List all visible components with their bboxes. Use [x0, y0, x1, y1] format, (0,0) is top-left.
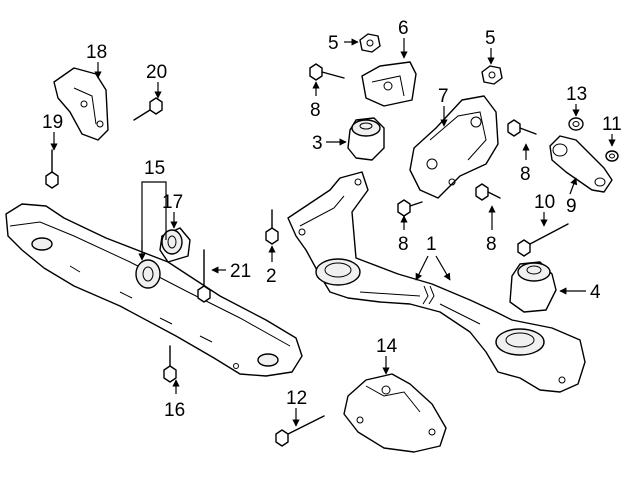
bushing-mount — [135, 227, 191, 289]
callout-2: 2 — [266, 266, 277, 287]
callout-8-mid: 8 — [520, 164, 531, 185]
callout-6: 6 — [398, 18, 409, 39]
torque-rod — [549, 135, 613, 193]
front-crossmember — [5, 203, 303, 377]
bolt-2 — [265, 209, 279, 245]
leader-lines — [50, 38, 616, 427]
callout-11: 11 — [602, 114, 622, 135]
callout-21: 21 — [230, 261, 251, 282]
callout-5-right: 5 — [485, 28, 496, 49]
nut-11 — [605, 150, 619, 162]
transmission-mount — [343, 373, 447, 453]
callout-8-right-lower: 8 — [486, 234, 497, 255]
mount-bracket — [361, 61, 417, 107]
callout-16: 16 — [164, 400, 185, 421]
bolt-19 — [45, 149, 59, 189]
bolt-20 — [133, 97, 163, 121]
bolt-16 — [163, 345, 177, 383]
callout-9: 9 — [566, 196, 577, 217]
engine-mount-left — [347, 117, 385, 161]
callout-8-top: 8 — [310, 100, 321, 121]
callout-12: 12 — [286, 388, 307, 409]
bracket — [53, 67, 109, 141]
bolt-8-right-lower — [475, 183, 501, 201]
nut-13 — [568, 117, 584, 131]
callout-18: 18 — [86, 42, 107, 63]
engine-mount-right — [509, 261, 557, 313]
bolt-8-mid — [507, 119, 537, 137]
callout-13: 13 — [566, 84, 587, 105]
bolt-8-top — [309, 63, 345, 81]
engine-bracket — [409, 95, 499, 199]
bolt-12 — [275, 415, 325, 447]
bolt-21 — [197, 249, 211, 303]
callout-3: 3 — [312, 133, 323, 154]
callout-15: 15 — [144, 158, 165, 179]
callout-8-left-lower: 8 — [398, 234, 409, 255]
bolt-10 — [517, 223, 569, 257]
nut-5-right — [481, 65, 503, 85]
bolt-8-left-lower — [397, 199, 423, 217]
callout-5-left: 5 — [328, 33, 339, 54]
callout-1: 1 — [426, 234, 437, 255]
engine-crossmember — [287, 171, 586, 393]
callout-7: 7 — [438, 86, 449, 107]
callout-20: 20 — [146, 62, 167, 83]
callout-4: 4 — [590, 282, 601, 303]
nut-5-left — [359, 33, 381, 53]
callout-14: 14 — [376, 336, 398, 357]
callout-17: 17 — [162, 192, 183, 213]
callout-19: 19 — [42, 112, 63, 133]
callout-10: 10 — [534, 192, 555, 213]
